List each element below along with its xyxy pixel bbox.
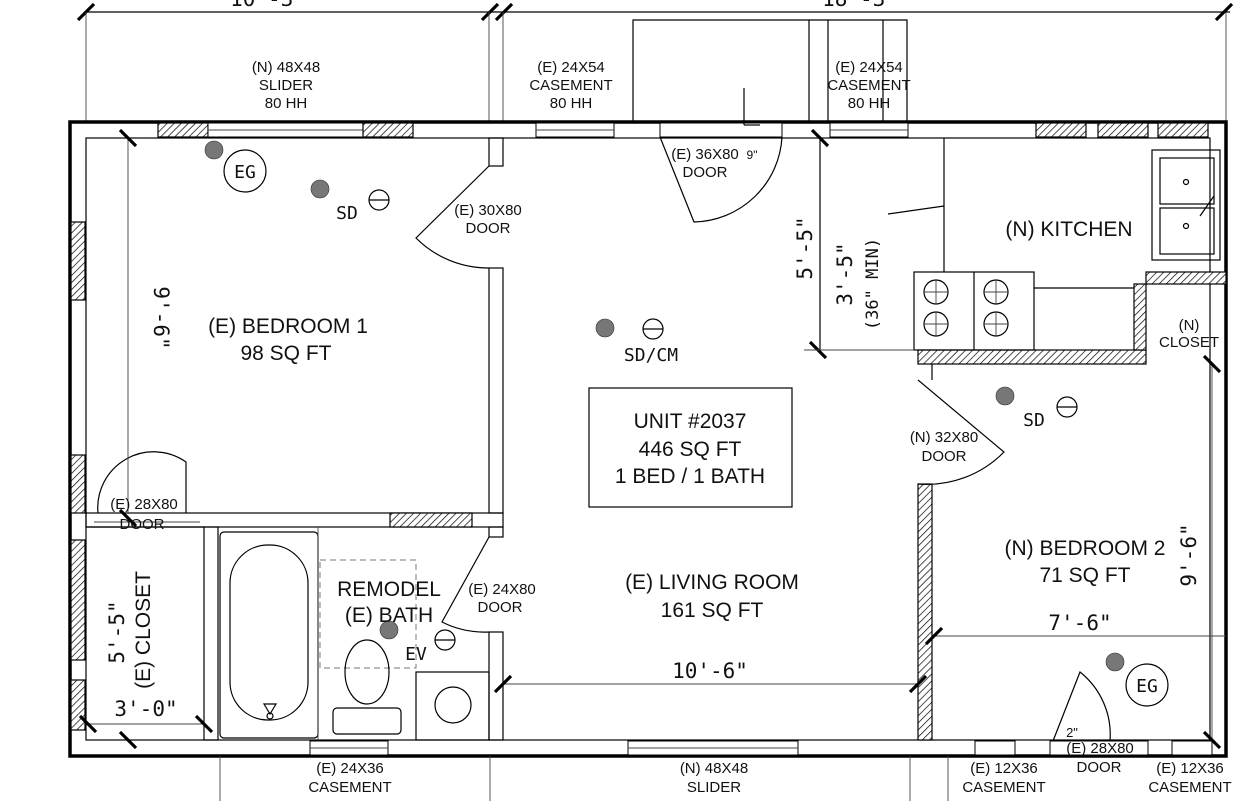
smoke-label-bed1: SD — [336, 203, 358, 224]
bottom-slider-label-1: SLIDER — [687, 779, 741, 796]
top-casement-2-label-1: CASEMENT — [827, 77, 910, 94]
bed1-door-label-1: DOOR — [466, 220, 511, 237]
bath-fixtures — [219, 527, 490, 741]
top-casement-2-label-0: (E) 24X54 — [835, 59, 903, 76]
interior-dimensions: 9'-6" 5'-5" 3'-0" 10'-6" 5'-5" 3'-5" (36… — [78, 128, 1222, 750]
exhaust-marker-dot — [379, 620, 399, 640]
room-kitchen-name: (N) KITCHEN — [1005, 218, 1132, 241]
left-wall-openings — [70, 221, 86, 731]
top-slider-label-2: 80 HH — [265, 95, 308, 112]
smoke-co-label: SD/CM — [624, 345, 678, 366]
top-dimension-line: 10'-3" 18'-3" — [76, 0, 1234, 122]
range-burners — [923, 279, 1009, 337]
room-bedroom1-name: (E) BEDROOM 1 — [208, 315, 368, 338]
top-wall-openings — [157, 122, 1209, 138]
kitchen-fixtures — [887, 149, 1221, 351]
unit-name: UNIT #2037 — [634, 410, 747, 433]
dim-bed2-height: 9'-6" — [1177, 523, 1201, 586]
top-slider-label-0: (N) 48X48 — [252, 59, 320, 76]
exterior-walls — [68, 120, 1228, 758]
dim-bed1-height: 9'-6" — [149, 286, 173, 349]
bottom-casement-2-label-1: CASEMENT — [962, 779, 1045, 796]
top-casement-1-label-0: (E) 24X54 — [537, 59, 605, 76]
top-casement-2-label-2: 80 HH — [848, 95, 891, 112]
closet-door-label-1: DOOR — [120, 516, 165, 533]
room-living-area: 161 SQ FT — [661, 599, 764, 622]
bath-door-label-1: DOOR — [478, 599, 523, 616]
room-bedroom2-name: (N) BEDROOM 2 — [1004, 537, 1165, 560]
bottom-projection-lines — [219, 756, 949, 801]
bottom-casement-1-label-0: (E) 24X36 — [316, 760, 384, 777]
bottom-casement-3-label-0: (E) 12X36 — [1156, 760, 1224, 777]
egress-marker-dot — [204, 140, 224, 160]
bottom-casement-2-label-0: (E) 12X36 — [970, 760, 1038, 777]
egress-marker-dot-bed2 — [1105, 652, 1125, 672]
unit-area: 446 SQ FT — [639, 438, 742, 461]
dim-top-left: 10'-3" — [230, 0, 306, 11]
unit-info-box: UNIT #2037 446 SQ FT 1 BED / 1 BATH — [588, 387, 793, 508]
room-closet-e-name: (E) CLOSET — [132, 571, 155, 689]
room-bath-line2: (E) BATH — [345, 604, 433, 627]
dim-kitchen-clear: 3'-5" — [833, 242, 857, 305]
dim-hall-height: 5'-5" — [793, 216, 817, 279]
room-closet-n-line2: CLOSET — [1159, 334, 1219, 351]
entry-door-label-0: (E) 36X80 — [671, 146, 739, 163]
dim-top-right: 18'-3" — [822, 0, 898, 11]
door-swings — [97, 88, 1111, 742]
bed2-closet-door-label-1: DOOR — [1077, 759, 1122, 776]
dim-door-offset-top: 9" — [747, 148, 758, 162]
unit-config: 1 BED / 1 BATH — [615, 465, 765, 488]
opening-labels: (N) 48X48 SLIDER 80 HH (E) 24X54 CASEMEN… — [110, 59, 1231, 796]
entry-door-label-1: DOOR — [683, 164, 728, 181]
bath-door-label-0: (E) 24X80 — [468, 581, 536, 598]
top-slider-label-1: SLIDER — [259, 77, 313, 94]
bed2-door-label-0: (N) 32X80 — [910, 429, 978, 446]
egress-label-bed1: EG — [234, 162, 256, 183]
smoke-label-bed2: SD — [1023, 410, 1045, 431]
dim-bed2-width: 7'-6" — [1048, 611, 1111, 635]
room-closet-n-line1: (N) — [1179, 317, 1200, 334]
smoke-co-detector-dot — [595, 318, 615, 338]
bottom-slider-label-0: (N) 48X48 — [680, 760, 748, 777]
room-living-name: (E) LIVING ROOM — [625, 571, 799, 594]
bottom-wall-openings — [309, 740, 1213, 756]
room-bedroom1-area: 98 SQ FT — [240, 342, 331, 365]
room-labels: (E) BEDROOM 1 98 SQ FT (N) KITCHEN (E) L… — [132, 218, 1219, 689]
bay-projection — [632, 19, 908, 122]
top-casement-1-label-2: 80 HH — [550, 95, 593, 112]
room-bedroom2-area: 71 SQ FT — [1039, 564, 1130, 587]
bed2-closet-door-label-0: (E) 28X80 — [1066, 740, 1134, 757]
egress-symbol — [223, 149, 267, 193]
egress-label-bed2: EG — [1136, 676, 1158, 697]
egress-symbol-bed2 — [1125, 663, 1169, 707]
bed1-door-label-0: (E) 30X80 — [454, 202, 522, 219]
interior-walls — [85, 137, 1227, 741]
dim-living-width: 10'-6" — [672, 659, 748, 683]
bottom-casement-1-label-1: CASEMENT — [308, 779, 391, 796]
dim-door-offset-bottom: 2" — [1066, 725, 1078, 740]
room-bath-line1: REMODEL — [337, 578, 441, 601]
bottom-casement-3-label-1: CASEMENT — [1148, 779, 1231, 796]
closet-door-label-0: (E) 28X80 — [110, 496, 178, 513]
smoke-detector-dot — [310, 179, 330, 199]
bed2-door-label-1: DOOR — [922, 448, 967, 465]
top-casement-1-label-1: CASEMENT — [529, 77, 612, 94]
dim-kitchen-clear-min: (36" MIN) — [863, 238, 883, 330]
smoke-detector-dot-bed2 — [995, 386, 1015, 406]
exhaust-label: EV — [405, 644, 427, 665]
dim-closet-width: 3'-0" — [114, 697, 177, 721]
dim-closet-height: 5'-5" — [105, 600, 129, 663]
detector-symbols: EG SD SD/CM SD EG EV — [204, 140, 1169, 707]
